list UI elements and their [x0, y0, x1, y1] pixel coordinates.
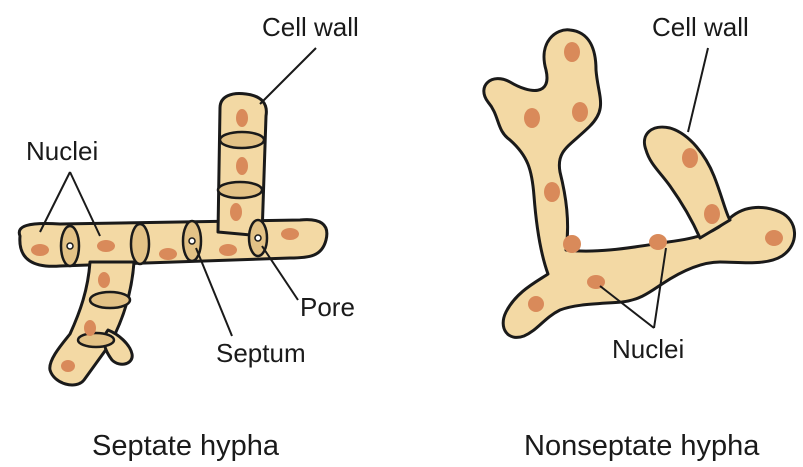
septum-8	[78, 333, 114, 347]
nonseptate-cell-wall-label: Cell wall	[652, 14, 749, 40]
leader-cell-wall-right	[688, 48, 708, 132]
nucleus-n11	[765, 230, 783, 246]
nucleus-n1	[564, 42, 580, 62]
nucleus-s2	[97, 240, 115, 252]
septate-pore-label: Pore	[300, 294, 355, 320]
nucleus-s5	[281, 228, 299, 240]
nucleus-n2	[572, 102, 588, 122]
septate-septum-label: Septum	[216, 340, 306, 366]
nucleus-s11	[61, 360, 75, 372]
nonseptate-hypha	[484, 30, 795, 338]
nonseptate-filament	[484, 30, 795, 338]
nucleus-n10	[704, 204, 720, 224]
nonseptate-nuclei-label: Nuclei	[612, 336, 684, 362]
nucleus-s9	[98, 272, 110, 288]
nucleus-s1	[31, 244, 49, 256]
pore-2	[255, 235, 261, 241]
nucleus-n7	[528, 296, 544, 312]
nucleus-n5	[563, 235, 581, 253]
septum-7	[90, 292, 130, 308]
nucleus-n9	[682, 148, 698, 168]
nucleus-s4	[219, 244, 237, 256]
septum-6	[218, 182, 262, 198]
nonseptate-caption: Nonseptate hypha	[524, 432, 759, 461]
nucleus-s3	[159, 248, 177, 260]
nucleus-s8	[230, 203, 242, 221]
septum-5	[220, 132, 264, 148]
septate-caption: Septate hypha	[92, 432, 279, 461]
leader-lines	[40, 48, 708, 336]
leader-cell-wall-left	[260, 48, 316, 104]
nucleus-s7	[236, 157, 248, 175]
nucleus-n3	[524, 108, 540, 128]
septum-2	[131, 224, 149, 264]
pore-1	[189, 238, 195, 244]
septate-cell-wall-label: Cell wall	[262, 14, 359, 40]
septate-nuclei-label: Nuclei	[26, 138, 98, 164]
nucleus-s6	[236, 109, 248, 127]
pore-3	[67, 243, 73, 249]
nucleus-s10	[84, 320, 96, 336]
nucleus-n4	[544, 182, 560, 202]
nucleus-n8	[649, 234, 667, 250]
